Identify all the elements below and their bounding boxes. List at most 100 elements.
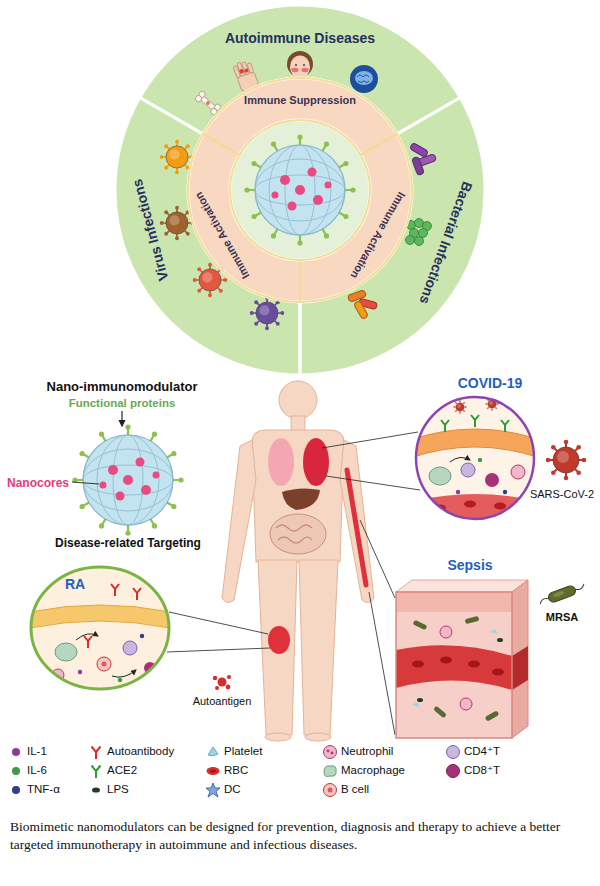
- tissue-block: [465, 616, 480, 624]
- pathogen-label-holder: MRSA: [546, 607, 578, 625]
- face-icon: [291, 68, 298, 72]
- legend-text: TNF-α: [27, 783, 60, 797]
- joint-tissue: [140, 634, 144, 638]
- legend-item: IL-1: [8, 744, 47, 760]
- sector-outline: [300, 98, 485, 376]
- wheel-sector: Immune Suppression: [112, 2, 488, 378]
- legend-item: RBC: [205, 763, 248, 779]
- tissue-block: [396, 592, 512, 612]
- sector-label: Immune Activation: [192, 189, 252, 280]
- node-outline: [396, 592, 512, 738]
- sector-label-holder: Bacterial Infections: [415, 179, 476, 307]
- lung-tissue: [485, 473, 499, 487]
- node-outline: [112, 2, 488, 378]
- joint-tissue: [84, 636, 92, 648]
- brain-icon: [350, 65, 378, 93]
- mrsa-icon: [553, 590, 566, 598]
- legend-swatch: [12, 786, 20, 794]
- legend-icon: [331, 752, 334, 755]
- joint-tissue: [97, 657, 111, 671]
- legend-item: Neutrophil: [322, 744, 393, 760]
- part-label-holder: Nano-immunomodulator: [47, 377, 198, 395]
- legend-item: TNF-α: [8, 782, 60, 798]
- legend-icon: [324, 746, 337, 759]
- cocci-icon: [419, 229, 428, 238]
- legend-text: DC: [224, 783, 241, 797]
- node-outline: [112, 2, 488, 378]
- human-body: [222, 440, 256, 603]
- tissue-block: [485, 710, 500, 721]
- wheel-sector: Immune Activation: [112, 2, 488, 378]
- part-label-holder: Functional proteins: [69, 393, 176, 411]
- legend-item: DC: [205, 782, 241, 798]
- bacteria-icon: [412, 156, 425, 175]
- disease-circle: COVID-19: [415, 396, 535, 520]
- sector-label: Virus Infections: [129, 177, 172, 283]
- autoantigen-icon: [226, 685, 231, 690]
- sector-outline: [300, 134, 412, 302]
- pathogen-label: SARS-CoV-2: [530, 488, 594, 501]
- tissue-block: [412, 629, 498, 707]
- tissue-block: [396, 580, 528, 592]
- hand-icon: [244, 68, 249, 73]
- legend-sample: [205, 744, 221, 760]
- autoantigen-icon: [213, 676, 217, 680]
- legend-text: Macrophage: [341, 764, 405, 778]
- sector-label: Autoimmune Diseases: [225, 30, 375, 47]
- tissue-block: [512, 646, 528, 690]
- legend-item: CD4⁺T: [445, 744, 500, 760]
- organs: [268, 438, 366, 654]
- leader-lines: [360, 520, 395, 598]
- brain-icon: [350, 65, 378, 93]
- part-label: Nanocores: [7, 476, 69, 490]
- human-body: [279, 381, 317, 419]
- legend-sample: [205, 782, 221, 798]
- bacteria-icon: [353, 300, 368, 319]
- legend-icon: [327, 750, 330, 753]
- joint-tissue: [102, 662, 107, 667]
- legend-text: RBC: [224, 764, 248, 778]
- joint-tissue: [111, 584, 141, 600]
- wheel-sector: Virus Infections: [112, 2, 488, 378]
- legend-sample: [88, 744, 104, 760]
- sector-label-holder: Immune Suppression: [244, 90, 356, 108]
- lung-tissue: [410, 392, 540, 524]
- part-label: Nano-immunomodulator: [47, 379, 198, 395]
- joint-tissue: [112, 670, 136, 677]
- tissue-block: [396, 592, 512, 738]
- legend-sample: [322, 744, 338, 760]
- legend-sample: [205, 763, 221, 779]
- legend-item: Autoantibody: [88, 744, 174, 760]
- bacteria-icon: [409, 142, 428, 157]
- sector-outline: [115, 98, 300, 376]
- legend-icon: [324, 766, 336, 777]
- legend-icon: [206, 783, 220, 797]
- disease-label-holder: Sepsis: [447, 556, 492, 574]
- sector-label: Immune Suppression: [244, 94, 356, 107]
- legend-icon: [92, 766, 101, 779]
- mrsa-icon: [547, 585, 577, 604]
- mrsa-icon: [539, 584, 585, 604]
- joint-tissue: [28, 564, 172, 692]
- leader-lines: [326, 476, 420, 490]
- tissue-block: [396, 645, 512, 690]
- legend-icon: [324, 784, 337, 797]
- brain-icon: [355, 71, 373, 85]
- face-icon: [301, 68, 308, 72]
- legend-icon: [328, 788, 333, 793]
- lung-tissue: [456, 490, 460, 494]
- joint-tissue: [55, 643, 77, 661]
- legend-icon: [447, 765, 460, 778]
- legend-text: LPS: [107, 783, 129, 797]
- legend-text: CD4⁺T: [464, 745, 500, 759]
- legend-sample: [8, 744, 24, 760]
- bone-icon: [194, 94, 202, 102]
- legend-icon: [92, 747, 101, 760]
- part-label: Disease-related Targeting: [55, 536, 201, 550]
- legend-sample: [445, 744, 461, 760]
- legend-swatch: [12, 767, 20, 775]
- node-outline: [112, 2, 488, 378]
- organs: [268, 438, 294, 486]
- circle-outline: [416, 397, 534, 519]
- circle-outline: [31, 567, 169, 689]
